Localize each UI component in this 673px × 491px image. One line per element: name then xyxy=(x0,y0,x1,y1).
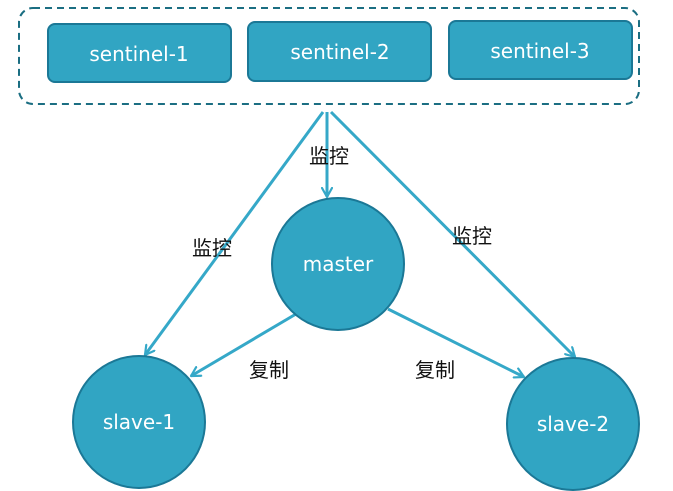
monitor-slave-1-label: 监控 xyxy=(192,236,232,260)
replicate-slave-2-label: 复制 xyxy=(415,358,455,382)
sentinel-node-1-label: sentinel-1 xyxy=(89,42,188,66)
monitor-arrow-slave-1 xyxy=(143,111,325,355)
monitor-slave-2-label: 监控 xyxy=(452,224,492,248)
monitor-arrow-slave-2 xyxy=(329,110,575,357)
replicate-arrow-slave-2 xyxy=(387,307,524,377)
replicate-slave-1-label: 复制 xyxy=(249,358,289,382)
slave-node-1: slave-1 xyxy=(72,355,206,489)
master-node-label: master xyxy=(303,252,374,276)
monitor-master-label: 监控 xyxy=(309,144,349,168)
slave-node-1-label: slave-1 xyxy=(103,410,175,434)
sentinel-node-3-label: sentinel-3 xyxy=(490,39,589,63)
sentinel-node-3: sentinel-3 xyxy=(448,20,633,80)
master-node: master xyxy=(271,197,405,331)
sentinel-node-2-label: sentinel-2 xyxy=(290,40,389,64)
slave-node-2-label: slave-2 xyxy=(537,412,609,436)
replicate-arrow-slave-1 xyxy=(191,312,297,378)
sentinel-group-box xyxy=(18,7,640,105)
sentinel-node-1: sentinel-1 xyxy=(47,23,232,83)
sentinel-node-2: sentinel-2 xyxy=(247,21,432,82)
slave-node-2: slave-2 xyxy=(506,357,640,491)
